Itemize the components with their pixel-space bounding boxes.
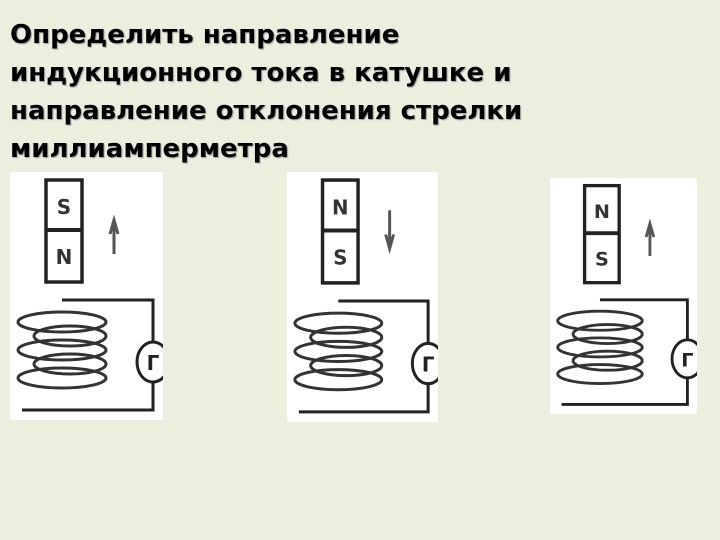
- magnet-pole-top: N: [332, 195, 349, 219]
- coil-turn: [556, 336, 644, 359]
- coil-turn: [32, 352, 108, 376]
- coil-turn: [293, 368, 384, 392]
- coil-turn: [571, 349, 644, 372]
- arrow-up-icon: [108, 214, 120, 254]
- galvanometer-label: Г: [422, 352, 435, 376]
- coil-turn: [16, 366, 108, 390]
- title-line: миллиамперметра: [10, 134, 289, 164]
- coil-turn: [556, 363, 644, 385]
- galvanometer-label: Г: [147, 351, 160, 375]
- magnet-pole-bottom: S: [595, 248, 609, 271]
- galvanometer: [670, 338, 697, 380]
- galvanometer-label: Г: [681, 349, 693, 372]
- coil-turn: [293, 311, 384, 335]
- coil-turn: [309, 325, 384, 349]
- figure-3: N S Г: [550, 178, 697, 414]
- coil-turn: [571, 323, 644, 346]
- coil-turn: [16, 338, 108, 362]
- magnet-pole-top: S: [57, 195, 71, 219]
- magnet-pole-top: N: [594, 200, 610, 223]
- circuit-wire: [561, 298, 689, 406]
- arrow-up-icon: [644, 218, 656, 257]
- coil-turn: [16, 310, 108, 334]
- figure-1: S N Г: [10, 172, 163, 420]
- title-line: индукционного тока в катушке и: [10, 58, 512, 88]
- title-line: направление отклонения стрелки: [10, 96, 523, 126]
- figure-2: N S Г: [287, 172, 438, 422]
- coil-turn: [309, 353, 384, 378]
- magnet-pole-bottom: S: [333, 246, 347, 270]
- coil-turn: [293, 339, 384, 364]
- arrow-down-icon: [384, 210, 396, 255]
- circuit-wire: [298, 299, 430, 414]
- circuit-wire: [22, 298, 155, 412]
- coil-turn: [556, 309, 644, 332]
- galvanometer: [135, 340, 163, 384]
- magnet-pole-bottom: N: [56, 245, 73, 269]
- galvanometer: [410, 341, 438, 386]
- coil-turn: [32, 324, 108, 348]
- title-line: Определить направление: [10, 20, 400, 50]
- slide-title: Определить направление индукционного ток…: [10, 16, 710, 168]
